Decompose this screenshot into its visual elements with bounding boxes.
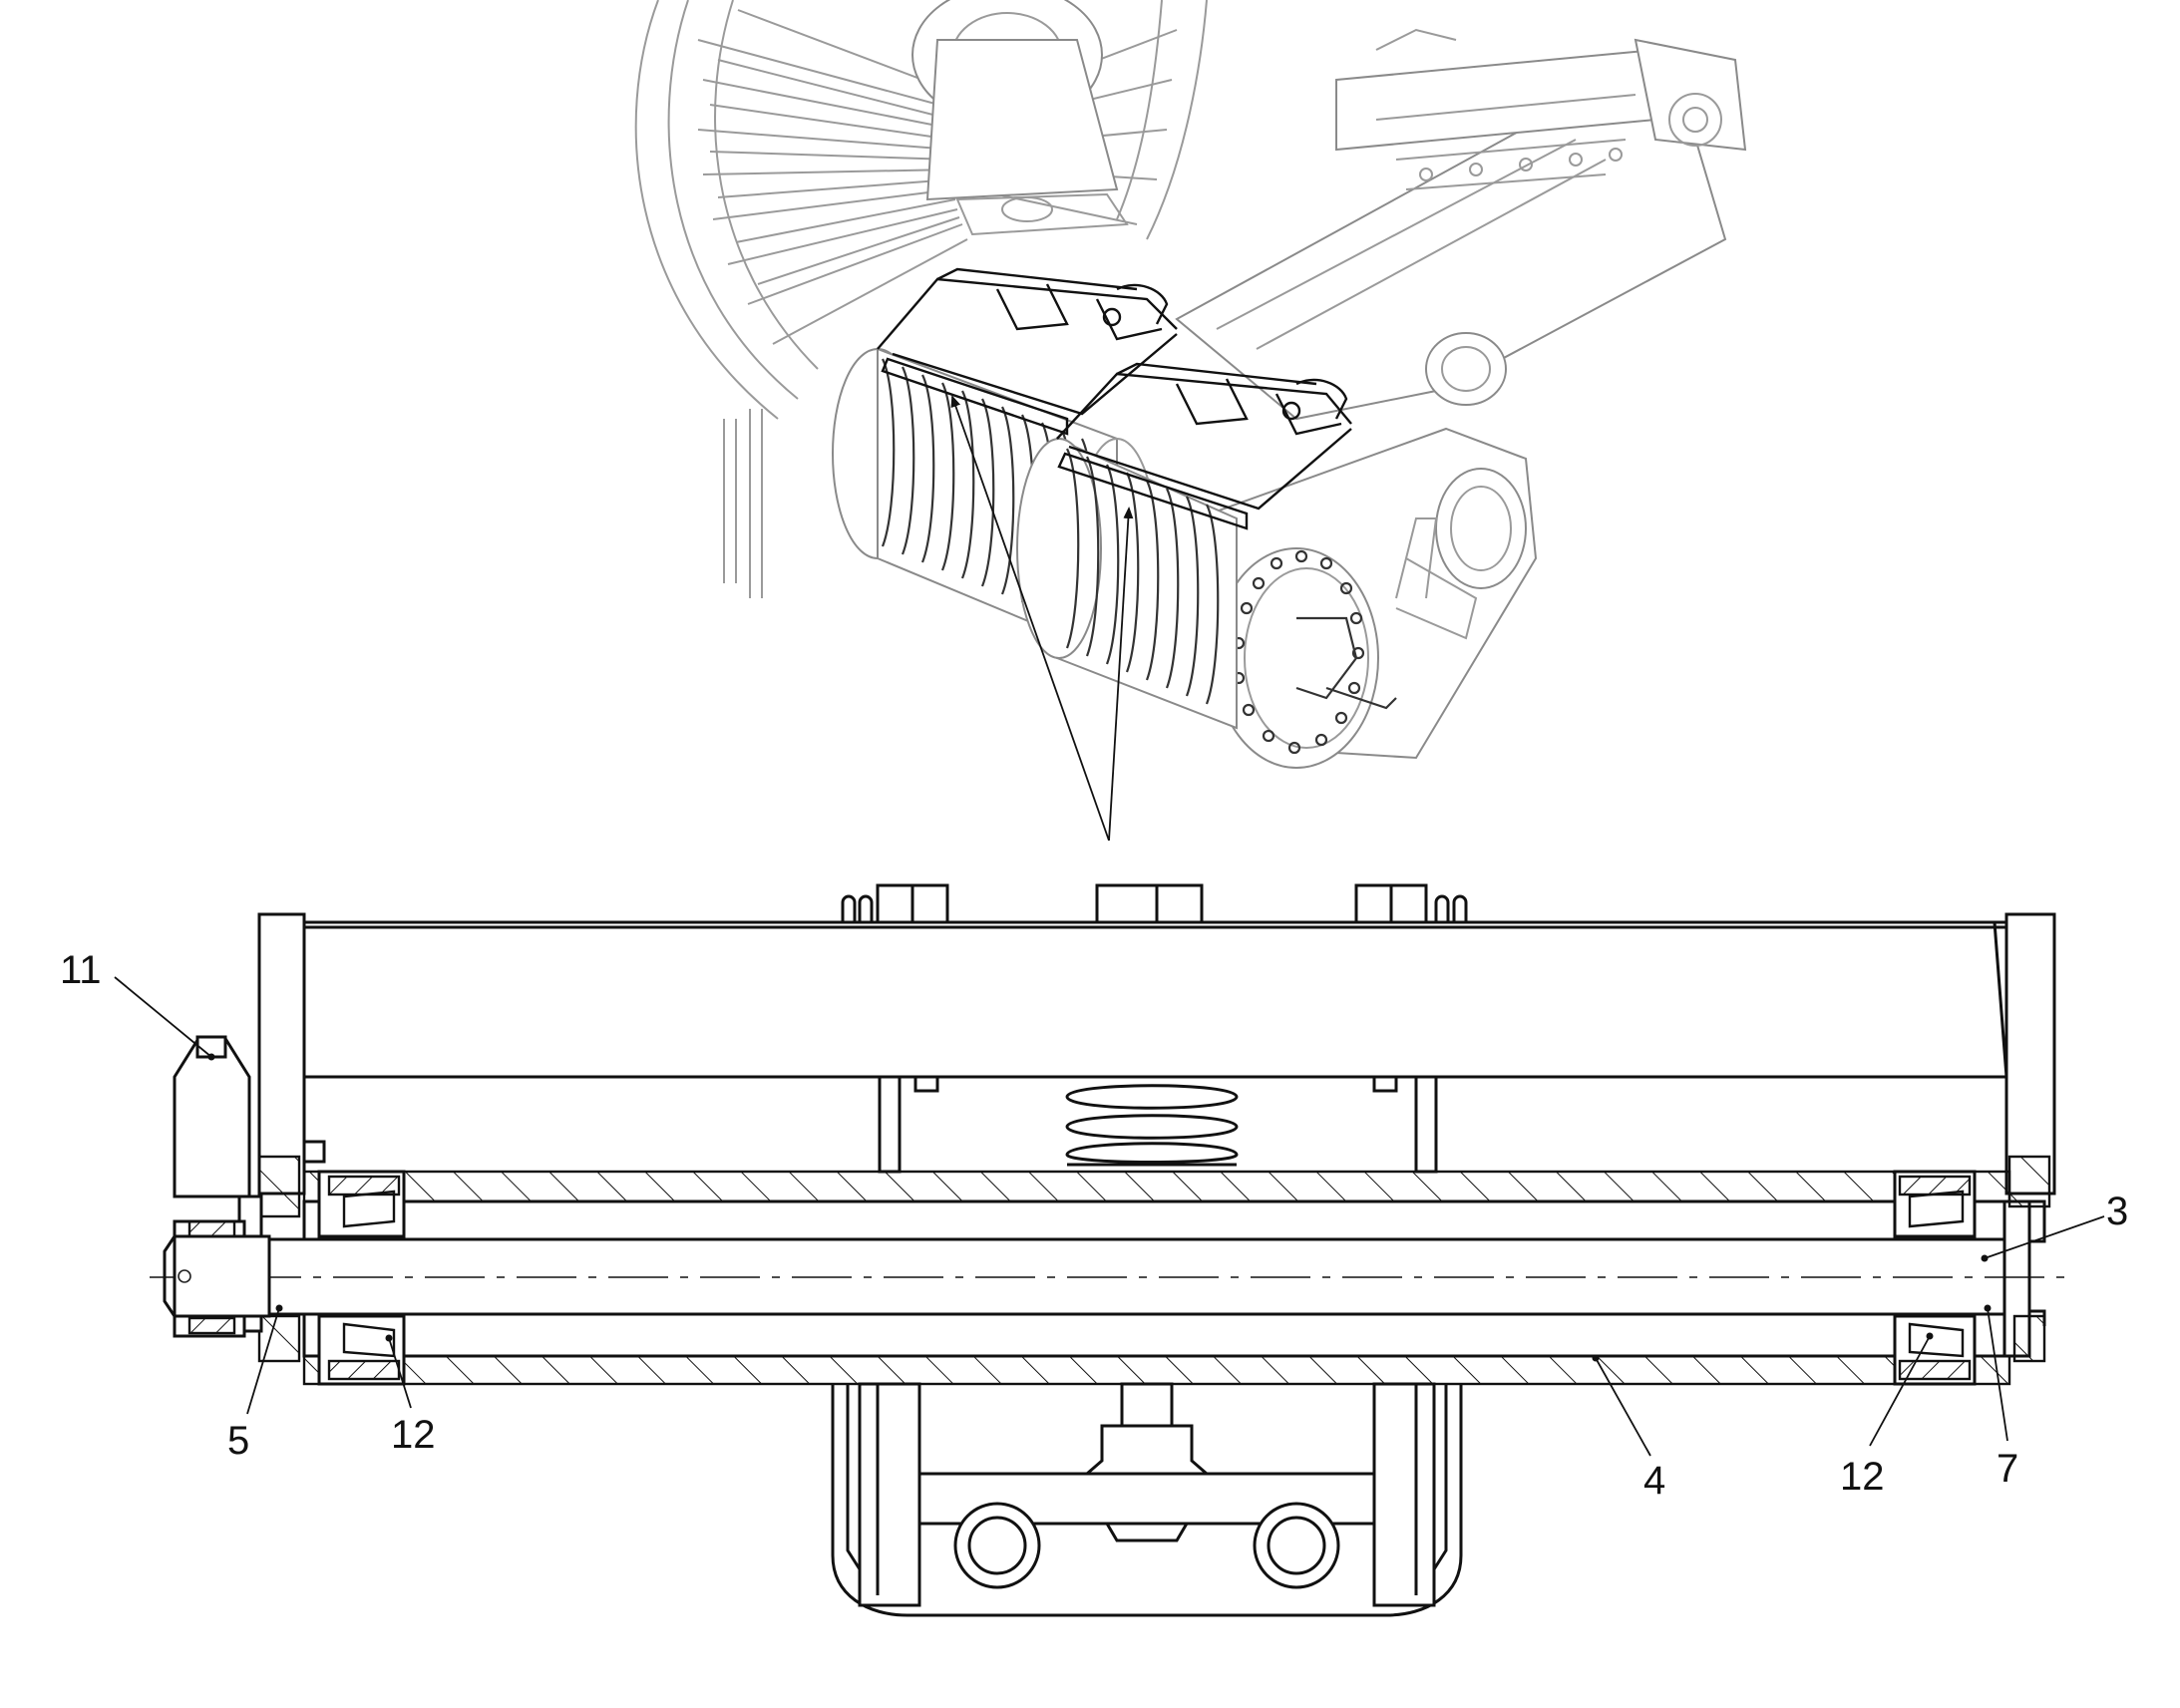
leader-11 (114, 976, 212, 1058)
leader-7 (1987, 1307, 2008, 1442)
left-end-plate (257, 912, 306, 1196)
detail-indicator-arrows (950, 395, 1134, 842)
right-end-plate (2004, 912, 2056, 1196)
callout-3: 3 (2106, 1190, 2128, 1233)
callout-7: 7 (1997, 1447, 2018, 1491)
support-posts (878, 1075, 1438, 1174)
leader-4 (1595, 1357, 1651, 1457)
callout-labels: 11 3 5 12 4 12 7 (60, 948, 2128, 1503)
boom-arm (1175, 28, 1747, 421)
guard-rail (302, 920, 2011, 1079)
callout-4: 4 (1643, 1459, 1665, 1503)
spring (1065, 1084, 1239, 1167)
right-bearing (1893, 1170, 1977, 1386)
leader-3 (1984, 1215, 2105, 1259)
leader-lines (114, 976, 2105, 1457)
leader-5 (246, 1307, 280, 1415)
callout-12-right: 12 (1840, 1455, 1885, 1499)
locking-lever (163, 1035, 326, 1338)
left-bearing (317, 1170, 406, 1386)
leader-12-left (388, 1337, 412, 1409)
callout-12-left: 12 (391, 1413, 436, 1457)
callout-5: 5 (227, 1419, 249, 1463)
brake-frame-left (877, 267, 1178, 436)
end-flange-plate (1185, 427, 1538, 769)
callout-11: 11 (60, 948, 102, 992)
machine-perspective-view (634, 0, 1747, 842)
drum-section-view (150, 883, 2074, 1617)
cable-drum-right (1016, 437, 1238, 730)
brake-frame-right (1056, 362, 1352, 530)
axle-shaft (150, 1199, 2074, 1358)
end-collars (257, 1155, 2051, 1363)
leader-12-right (1869, 1335, 1931, 1447)
bottom-carriage (831, 1382, 1463, 1617)
hub-bracket (911, 0, 1129, 236)
top-mount-blocks (841, 883, 1468, 924)
